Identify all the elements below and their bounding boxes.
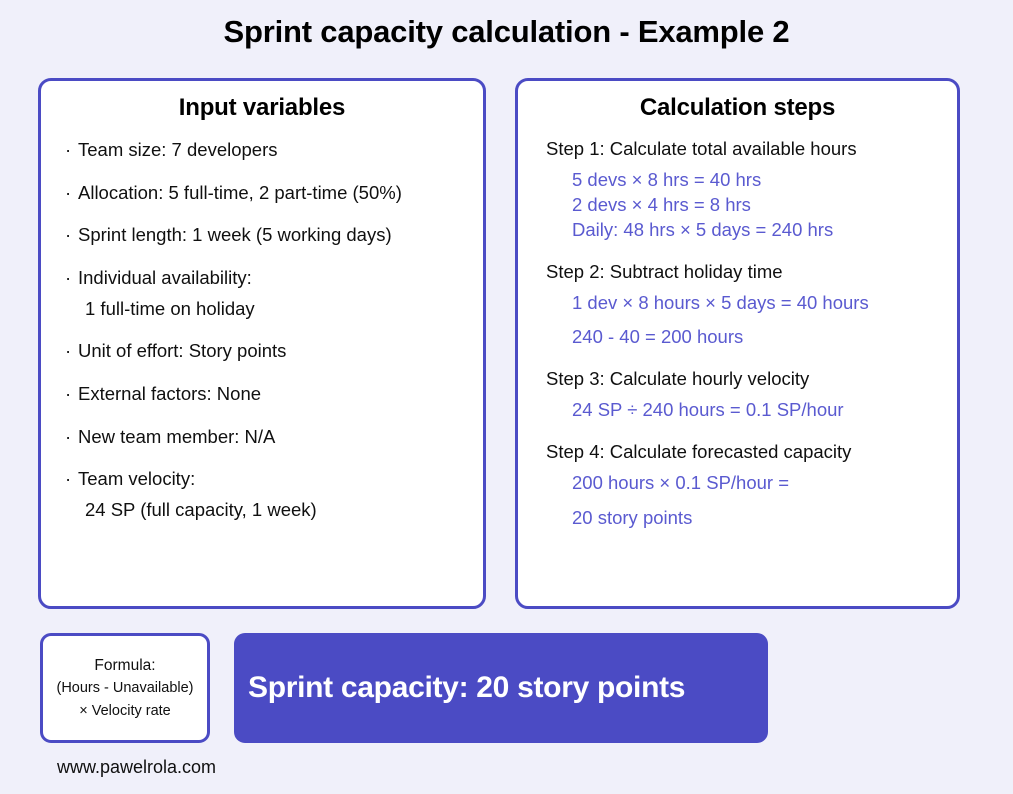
- calculation-steps-title: Calculation steps: [639, 94, 836, 121]
- page-title: Sprint capacity calculation - Example 2: [223, 14, 790, 49]
- formula-line: × Velocity rate: [79, 702, 171, 719]
- calculation-step-title: Step 4: Calculate forecasted capacity: [546, 441, 852, 463]
- formula-box: Formula: (Hours - Unavailable) × Velocity …: [40, 633, 210, 743]
- calculation-step-lines: 24 SP ÷ 240 hours = 0.1 SP/hour: [546, 398, 947, 422]
- bullet-icon: ·: [65, 181, 72, 203]
- input-variables-title: Input variables: [178, 94, 346, 121]
- result-banner: Sprint capacity: 20 story points: [234, 633, 768, 743]
- calculation-step: Step 1: Calculate total available hours 5…: [546, 137, 947, 242]
- calculation-step-line: 2 devs × 4 hrs = 8 hrs: [572, 194, 751, 216]
- calculation-step-line: 20 story points: [572, 506, 693, 528]
- bullet-icon: ·: [65, 224, 72, 246]
- input-variable-label: Team size: 7 developers: [78, 139, 278, 160]
- bullet-icon: ·: [65, 468, 72, 490]
- input-variable-item: · Team size: 7 developers: [65, 138, 469, 162]
- input-variable-item: · New team member: N/A: [65, 425, 469, 449]
- input-variable-item: · External factors: None: [65, 382, 469, 406]
- formula-line: (Hours - Unavailable): [56, 679, 194, 696]
- calculation-step-lines: 1 dev × 8 hours × 5 days = 40 hours 240 -…: [546, 291, 947, 349]
- calculation-step-line: 24 SP ÷ 240 hours = 0.1 SP/hour: [572, 399, 844, 421]
- calculation-step: Step 3: Calculate hourly velocity 24 SP ÷…: [546, 367, 947, 422]
- calculation-step-line: 1 dev × 8 hours × 5 days = 40 hours: [572, 292, 869, 314]
- result-banner-text: Sprint capacity: 20 story points: [248, 671, 686, 704]
- input-variables-panel: Input variables · Team size: 7 developers…: [38, 78, 486, 609]
- input-variable-label: New team member: N/A: [78, 425, 276, 447]
- input-variables-list: · Team size: 7 developers · Allocation: 5 f…: [41, 138, 483, 522]
- calculation-step-title: Step 2: Subtract holiday time: [546, 261, 783, 283]
- calculation-step-title: Step 1: Calculate total available hours: [546, 138, 857, 159]
- input-variable-item: · Individual availability: 1 full-time on …: [65, 266, 469, 320]
- input-variable-item: · Team velocity: 24 SP (full capacity, 1 w…: [65, 467, 469, 521]
- input-variable-label: Unit of effort: Story points: [78, 340, 287, 362]
- input-variable-sublabel: 24 SP (full capacity, 1 week): [85, 499, 317, 521]
- bullet-icon: ·: [65, 383, 72, 405]
- input-variable-label: Sprint length: 1 week (5 working days): [78, 224, 392, 246]
- footer-website-url: www.pawelrola.com: [57, 757, 217, 777]
- calculation-step: Step 4: Calculate forecasted capacity 200…: [546, 440, 947, 529]
- bullet-icon: ·: [65, 267, 72, 289]
- calculation-step-line: Daily: 48 hrs × 5 days = 240 hrs: [572, 219, 834, 241]
- input-variable-label: External factors: None: [78, 383, 262, 405]
- calculation-steps-list: Step 1: Calculate total available hours 5…: [518, 137, 957, 530]
- bullet-icon: ·: [65, 340, 72, 362]
- input-variable-sublabel: 1 full-time on holiday: [85, 297, 255, 319]
- calculation-step-title: Step 3: Calculate hourly velocity: [546, 368, 810, 390]
- calculation-step: Step 2: Subtract holiday time 1 dev × 8 h…: [546, 260, 947, 349]
- calculation-steps-panel: Calculation steps Step 1: Calculate tota…: [515, 78, 960, 609]
- bullet-icon: ·: [65, 139, 72, 160]
- input-variable-label: Allocation: 5 full-time, 2 part-time (50…: [78, 181, 402, 203]
- input-variable-item: · Sprint length: 1 week (5 working days): [65, 223, 469, 247]
- calculation-step-lines: 5 devs × 8 hrs = 40 hrs 2 devs × 4 hrs = …: [546, 168, 947, 242]
- input-variable-label: Team velocity:: [78, 468, 196, 490]
- calculation-step-line: 200 hours × 0.1 SP/hour =: [572, 472, 790, 494]
- calculation-step-line: 240 - 40 = 200 hours: [572, 326, 744, 348]
- input-variable-item: · Unit of effort: Story points: [65, 339, 469, 363]
- bullet-icon: ·: [65, 425, 72, 447]
- input-variable-item: · Allocation: 5 full-time, 2 part-time (5…: [65, 181, 469, 205]
- formula-line: Formula:: [94, 656, 156, 674]
- calculation-step-line: 5 devs × 8 hrs = 40 hrs: [572, 169, 762, 191]
- input-variable-label: Individual availability:: [78, 267, 252, 289]
- calculation-step-lines: 200 hours × 0.1 SP/hour = 20 story points: [546, 471, 947, 529]
